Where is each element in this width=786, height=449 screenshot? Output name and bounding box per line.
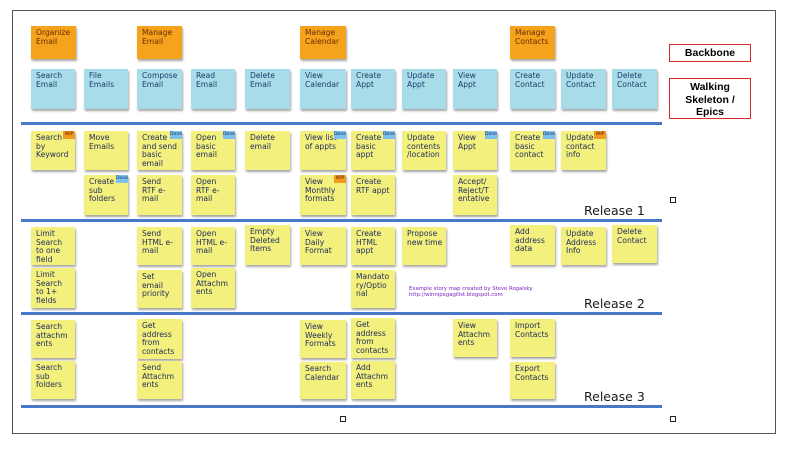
story-export-contacts: Export Contacts xyxy=(510,362,555,399)
story-view-weekly-formats: View Weekly Formats xyxy=(300,320,346,358)
done-tag: Done xyxy=(485,131,497,139)
backbone-organize-email: Organize Email xyxy=(31,26,76,59)
story-open-attachments: Open Attachm ents xyxy=(191,268,235,308)
story-search-sub-folders: Search sub folders xyxy=(31,361,75,399)
story-get-address-from-contacts-appt: Get address from contacts xyxy=(351,318,395,358)
story-add-address-data: Add address data xyxy=(510,225,555,265)
story-move-emails: Move Emails xyxy=(84,131,128,170)
story-limit-search-one-field: Limit Search to one field xyxy=(31,227,75,265)
story-search-calendar: Search Calendar xyxy=(300,362,346,399)
story-add-attachments: Add Attachm ents xyxy=(351,361,395,399)
image-frame xyxy=(12,10,776,434)
story-view-attachments: View Attachm ents xyxy=(453,319,497,357)
wip-tag: WIP xyxy=(334,175,346,183)
epic-file-emails: File Emails xyxy=(84,69,128,109)
walking-skeleton-label: Walking Skeleton / Epics xyxy=(669,78,751,119)
release-2-label: Release 2 xyxy=(584,296,645,311)
release-divider-1 xyxy=(21,219,662,222)
credit-text: Example story map created by Steve Rogal… xyxy=(409,286,533,299)
story-delete-email: Delete email xyxy=(245,131,290,170)
wip-tag: WIP xyxy=(63,131,75,139)
story-set-email-priority: Set email priority xyxy=(137,270,182,308)
epic-view-calendar: View Calendar xyxy=(300,69,346,109)
release-divider-2 xyxy=(21,312,662,315)
story-update-contents-location: Update contents /location xyxy=(402,131,446,170)
epic-delete-email: Delete Email xyxy=(245,69,290,109)
done-tag: Done xyxy=(116,175,128,183)
story-propose-new-time: Propose new time xyxy=(402,227,446,265)
story-import-contacts: Import Contacts xyxy=(510,319,555,357)
release-1-label: Release 1 xyxy=(584,203,645,218)
done-tag: Done xyxy=(223,131,235,139)
story-send-html-email: Send HTML e- mail xyxy=(137,227,182,265)
story-delete-contact: Delete Contact xyxy=(612,225,657,263)
story-accept-reject-tentative: Accept/ Reject/T entative xyxy=(453,175,497,215)
story-send-rtf-email: Send RTF e- mail xyxy=(137,175,182,215)
release-divider-3 xyxy=(21,405,662,408)
story-search-attachments: Search attachm ents xyxy=(31,320,75,358)
story-map-board: Release 1 Release 2 Release 3 Example st… xyxy=(17,18,665,416)
story-send-attachments: Send Attachm ents xyxy=(137,361,182,399)
epic-delete-contact: Delete Contact xyxy=(612,69,657,109)
story-limit-search-1-fields: Limit Search to 1+ fields xyxy=(31,268,75,308)
epic-update-appt: Update Appt xyxy=(402,69,446,109)
epic-search-email: Search Email xyxy=(31,69,75,109)
done-tag: Done xyxy=(383,131,395,139)
epic-create-appt: Create Appt xyxy=(351,69,395,109)
backbone-manage-calendar: Manage Calendar xyxy=(300,26,346,59)
epic-create-contact: Create Contact xyxy=(510,69,555,109)
wip-tag: WIP xyxy=(594,131,606,139)
story-empty-deleted-items: Empty Deleted Items xyxy=(245,225,290,265)
story-view-daily-format: View Daily Format xyxy=(300,227,346,265)
backbone-manage-email: Manage Email xyxy=(137,26,182,59)
story-get-address-from-contacts: Get address from contacts xyxy=(137,319,182,359)
backbone-manage-contacts: Manage Contacts xyxy=(510,26,555,59)
epic-update-contact: Update Contact xyxy=(561,69,606,109)
release-3-label: Release 3 xyxy=(584,389,645,404)
done-tag: Done xyxy=(170,131,182,139)
story-update-address-info: Update Address Info xyxy=(561,227,606,265)
story-create-html-appt: Create HTML appt xyxy=(351,227,395,265)
epic-view-appt: View Appt xyxy=(453,69,497,109)
epic-read-email: Read Email xyxy=(191,69,235,109)
release-divider-0 xyxy=(21,122,662,125)
done-tag: Done xyxy=(543,131,555,139)
resize-handle-right[interactable] xyxy=(670,197,676,203)
story-open-rtf-email: Open RTF e- mail xyxy=(191,175,235,215)
backbone-label: Backbone xyxy=(669,44,751,62)
done-tag: Done xyxy=(334,131,346,139)
resize-handle-bottom[interactable] xyxy=(340,416,346,422)
resize-handle-corner[interactable] xyxy=(670,416,676,422)
story-open-html-email: Open HTML e- mail xyxy=(191,227,235,265)
epic-compose-email: Compose Email xyxy=(137,69,182,109)
story-create-rtf-appt: Create RTF appt xyxy=(351,175,395,215)
story-mandatory-optional: Mandato ry/Optio nal xyxy=(351,270,395,308)
